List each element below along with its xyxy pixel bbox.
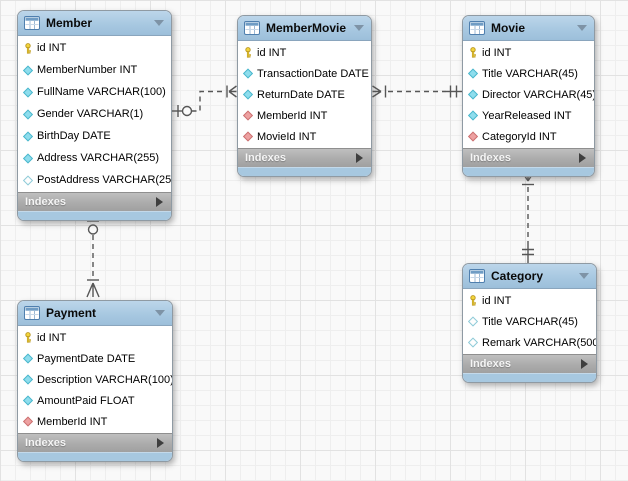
column-gender[interactable]: Gender VARCHAR(1) xyxy=(18,103,171,125)
table-membermovie-columns: id INT TransactionDate DATE ReturnDate D… xyxy=(238,41,371,148)
diamond-red-icon xyxy=(243,131,253,142)
key-icon xyxy=(23,43,33,54)
table-movie-columns: id INT Title VARCHAR(45) Director VARCHA… xyxy=(463,41,594,148)
key-icon xyxy=(468,295,478,306)
column-address[interactable]: Address VARCHAR(255) xyxy=(18,147,171,169)
column-memberid[interactable]: MemberId INT xyxy=(18,411,172,432)
column-fullname[interactable]: FullName VARCHAR(100) xyxy=(18,81,171,103)
table-bottom-cap xyxy=(18,452,172,461)
diamond-open-icon xyxy=(23,175,33,186)
column-director[interactable]: Director VARCHAR(45) xyxy=(463,84,594,105)
diamond-filled-icon xyxy=(243,89,253,100)
diamond-red-icon xyxy=(243,110,253,121)
expand-arrow-icon[interactable] xyxy=(356,153,363,163)
table-movie-header[interactable]: Movie xyxy=(463,16,594,41)
table-bottom-cap xyxy=(463,167,594,176)
column-remark[interactable]: Remark VARCHAR(500) xyxy=(463,332,596,353)
relationship-movie-category[interactable] xyxy=(521,172,535,264)
table-icon xyxy=(469,269,485,283)
expand-arrow-icon[interactable] xyxy=(579,153,586,163)
collapse-triangle-icon[interactable] xyxy=(579,273,589,279)
indexes-bar[interactable]: Indexes xyxy=(18,433,172,452)
column-title[interactable]: Title VARCHAR(45) xyxy=(463,63,594,84)
column-id[interactable]: id INT xyxy=(463,42,594,63)
column-id[interactable]: id INT xyxy=(238,42,371,63)
column-postaddress[interactable]: PostAddress VARCHAR(255) xyxy=(18,169,171,191)
diamond-filled-icon xyxy=(243,68,253,79)
diamond-filled-icon xyxy=(23,153,33,164)
diamond-filled-icon xyxy=(23,374,33,385)
collapse-triangle-icon[interactable] xyxy=(354,25,364,31)
diamond-filled-icon xyxy=(468,110,478,121)
diamond-filled-icon xyxy=(23,87,33,98)
table-icon xyxy=(244,21,260,35)
relationship-member-membermovie[interactable] xyxy=(172,85,237,118)
table-bottom-cap xyxy=(463,373,596,382)
column-id[interactable]: id INT xyxy=(18,37,171,59)
table-bottom-cap xyxy=(18,211,171,220)
table-payment-header[interactable]: Payment xyxy=(18,301,172,326)
column-transactiondate[interactable]: TransactionDate DATE xyxy=(238,63,371,84)
table-membermovie[interactable]: MemberMovie id INT TransactionDate DATE … xyxy=(237,15,372,177)
column-membernumber[interactable]: MemberNumber INT xyxy=(18,59,171,81)
column-id[interactable]: id INT xyxy=(463,290,596,311)
column-title[interactable]: Title VARCHAR(45) xyxy=(463,311,596,332)
table-payment-columns: id INT PaymentDate DATE Description VARC… xyxy=(18,326,172,433)
table-icon xyxy=(24,306,40,320)
diamond-filled-icon xyxy=(23,395,33,406)
diamond-filled-icon xyxy=(23,65,33,76)
diamond-open-icon xyxy=(468,337,478,348)
table-member-columns: id INT MemberNumber INT FullName VARCHAR… xyxy=(18,36,171,192)
key-icon xyxy=(243,47,253,58)
table-title: Category xyxy=(491,269,544,283)
table-membermovie-header[interactable]: MemberMovie xyxy=(238,16,371,41)
diamond-red-icon xyxy=(23,416,33,427)
relationship-member-payment[interactable] xyxy=(86,216,100,298)
column-memberid[interactable]: MemberId INT xyxy=(238,105,371,126)
diamond-open-icon xyxy=(468,316,478,327)
table-title: Movie xyxy=(491,21,526,35)
table-icon xyxy=(469,21,485,35)
relationship-membermovie-movie[interactable] xyxy=(372,85,463,98)
collapse-triangle-icon[interactable] xyxy=(155,310,165,316)
table-title: Member xyxy=(46,16,93,30)
column-id[interactable]: id INT xyxy=(18,327,172,348)
table-bottom-cap xyxy=(238,167,371,176)
indexes-bar[interactable]: Indexes xyxy=(463,354,596,373)
table-category[interactable]: Category id INT Title VARCHAR(45) Remark… xyxy=(462,263,597,383)
table-payment[interactable]: Payment id INT PaymentDate DATE Descript… xyxy=(17,300,173,462)
key-icon xyxy=(23,332,33,343)
collapse-triangle-icon[interactable] xyxy=(577,25,587,31)
indexes-bar[interactable]: Indexes xyxy=(463,148,594,167)
table-category-columns: id INT Title VARCHAR(45) Remark VARCHAR(… xyxy=(463,289,596,354)
diamond-filled-icon xyxy=(23,109,33,120)
table-member-header[interactable]: Member xyxy=(18,11,171,36)
indexes-bar[interactable]: Indexes xyxy=(238,148,371,167)
column-categoryid[interactable]: CategoryId INT xyxy=(463,126,594,147)
column-returndate[interactable]: ReturnDate DATE xyxy=(238,84,371,105)
expand-arrow-icon[interactable] xyxy=(156,197,163,207)
indexes-bar[interactable]: Indexes xyxy=(18,192,171,211)
column-paymentdate[interactable]: PaymentDate DATE xyxy=(18,348,172,369)
column-yearreleased[interactable]: YearReleased INT xyxy=(463,105,594,126)
diamond-filled-icon xyxy=(468,68,478,79)
column-movieid[interactable]: MovieId INT xyxy=(238,126,371,147)
table-icon xyxy=(24,16,40,30)
table-title: MemberMovie xyxy=(266,21,347,35)
table-title: Payment xyxy=(46,306,97,320)
diamond-filled-icon xyxy=(468,89,478,100)
table-member[interactable]: Member id INT MemberNumber INT FullName … xyxy=(17,10,172,221)
expand-arrow-icon[interactable] xyxy=(157,438,164,448)
table-category-header[interactable]: Category xyxy=(463,264,596,289)
collapse-triangle-icon[interactable] xyxy=(154,20,164,26)
table-movie[interactable]: Movie id INT Title VARCHAR(45) Director … xyxy=(462,15,595,177)
column-description[interactable]: Description VARCHAR(100) xyxy=(18,369,172,390)
column-birthday[interactable]: BirthDay DATE xyxy=(18,125,171,147)
diamond-filled-icon xyxy=(23,131,33,142)
diamond-filled-icon xyxy=(23,353,33,364)
expand-arrow-icon[interactable] xyxy=(581,359,588,369)
diamond-red-icon xyxy=(468,131,478,142)
key-icon xyxy=(468,47,478,58)
column-amountpaid[interactable]: AmountPaid FLOAT xyxy=(18,390,172,411)
